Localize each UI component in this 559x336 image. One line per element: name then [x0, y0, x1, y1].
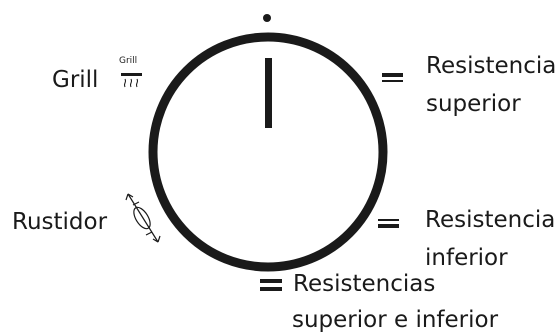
label-rustidor: Rustidor — [12, 209, 108, 235]
label-resistencias-ambas-line2: superior e inferior — [292, 307, 499, 333]
label-resistencia-inferior-line2: inferior — [425, 245, 508, 271]
position-indicator-dot — [263, 14, 271, 22]
knob-dial[interactable] — [148, 32, 388, 272]
label-resistencia-superior-line2: superior — [426, 91, 521, 117]
knob-pointer — [265, 58, 272, 128]
label-resistencias-ambas-line1: Resistencias — [293, 271, 436, 297]
top-heating-element-icon — [382, 73, 403, 82]
grill-icon-caption: Grill — [119, 56, 138, 66]
label-grill: Grill — [52, 67, 99, 93]
top-and-bottom-heating-elements-icon — [260, 279, 282, 291]
bottom-heating-element-icon — [378, 219, 399, 228]
grill-icon — [121, 73, 142, 88]
label-resistencia-inferior-line1: Resistencia — [425, 207, 556, 233]
label-resistencia-superior-line1: Resistencia — [426, 53, 557, 79]
rotisserie-skewer-icon — [125, 193, 161, 243]
